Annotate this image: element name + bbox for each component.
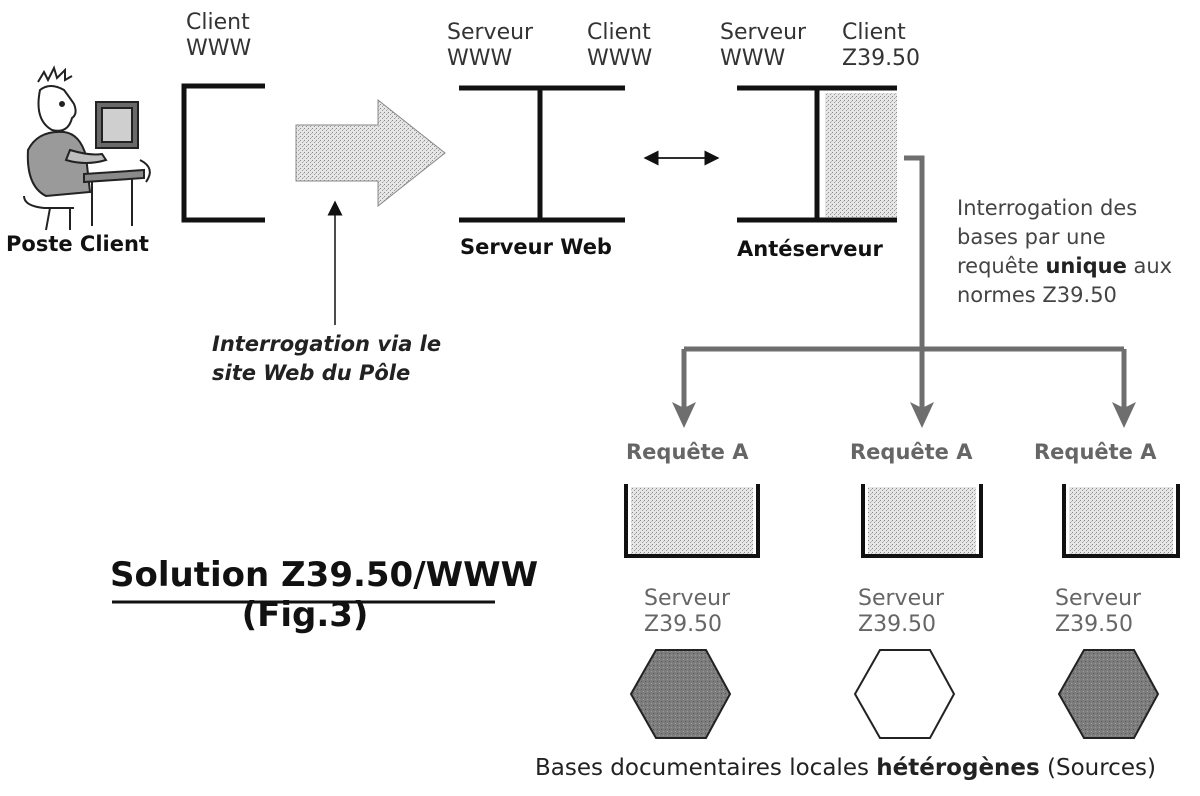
bases-caption-pre: Bases documentaires locales bbox=[535, 755, 877, 781]
source-base-hexagon-3 bbox=[1057, 649, 1160, 739]
z3950-query-note: Interrogation des bases par une requête … bbox=[957, 194, 1172, 310]
big-right-arrow bbox=[295, 98, 446, 208]
web-server-right-label: Client WWW bbox=[587, 20, 652, 72]
request-label-3: Requête A bbox=[1034, 440, 1157, 464]
z3950-note-line3-post: aux bbox=[1126, 254, 1173, 278]
web-server-left-label: Serveur WWW bbox=[447, 20, 533, 72]
pre-server-right-line2: Z39.50 bbox=[842, 46, 921, 71]
web-server-left-line2: WWW bbox=[447, 46, 513, 71]
pre-server-left-label: Serveur WWW bbox=[720, 20, 806, 72]
z3950-server-1-line2: Z39.50 bbox=[644, 612, 723, 637]
web-server-right-line1: Client bbox=[587, 20, 651, 45]
source-base-hexagon-1 bbox=[629, 649, 732, 739]
query-via-web-note: Interrogation via le site Web du Pôle bbox=[212, 330, 441, 388]
z3950-note-line4: normes Z39.50 bbox=[957, 283, 1117, 307]
web-server-right-line2: WWW bbox=[587, 46, 653, 71]
user-at-computer-icon bbox=[23, 65, 151, 231]
pre-server-right-label: Client Z39.50 bbox=[842, 20, 920, 72]
query-note-line1: Interrogation via le bbox=[212, 332, 442, 356]
solution-title-text: Solution Z39.50/WWW bbox=[110, 555, 539, 595]
z3950-note-line3-pre: requête bbox=[957, 254, 1046, 278]
web-server-left-line1: Serveur bbox=[447, 20, 534, 45]
request-label-1: Requête A bbox=[626, 440, 749, 464]
z3950-server-2-line2: Z39.50 bbox=[858, 612, 937, 637]
pre-server-left-line2: WWW bbox=[720, 46, 786, 71]
web-server-shape bbox=[459, 85, 625, 223]
web-server-caption: Serveur Web bbox=[460, 235, 612, 259]
client-www-line1: Client bbox=[186, 10, 250, 35]
pre-server-caption: Antéserveur bbox=[737, 237, 883, 261]
bases-caption: Bases documentaires locales hétérogènes … bbox=[535, 755, 1156, 781]
z3950-note-line3: requête unique aux bbox=[957, 252, 1172, 281]
client-www-label: Client WWW bbox=[186, 10, 251, 62]
z3950-note-unique: unique bbox=[1045, 254, 1127, 278]
db-container-1 bbox=[624, 484, 760, 558]
arrow-heads bbox=[672, 402, 1136, 428]
z3950-server-label-3: Serveur Z39.50 bbox=[1055, 586, 1141, 638]
client-station-caption: Poste Client bbox=[6, 232, 149, 256]
client-www-line2: WWW bbox=[186, 36, 252, 61]
distribution-arrows bbox=[681, 155, 1127, 412]
request-label-2: Requête A bbox=[850, 440, 973, 464]
db-container-3 bbox=[1062, 484, 1180, 558]
z3950-server-3-line1: Serveur bbox=[1055, 586, 1142, 611]
z3950-server-label-2: Serveur Z39.50 bbox=[858, 586, 944, 638]
bases-caption-heterogeneous: hétérogènes bbox=[876, 755, 1040, 781]
bases-caption-post: (Sources) bbox=[1039, 755, 1156, 781]
z3950-server-2-line1: Serveur bbox=[858, 586, 945, 611]
z3950-server-label-1: Serveur Z39.50 bbox=[644, 586, 730, 638]
solution-title: Solution Z39.50/WWW (Fig.3) bbox=[110, 555, 539, 635]
z3950-note-line1: Interrogation des bbox=[957, 196, 1138, 220]
source-base-hexagon-2 bbox=[853, 649, 956, 739]
query-note-line2: site Web du Pôle bbox=[212, 361, 411, 385]
pre-server-right-line1: Client bbox=[842, 20, 906, 45]
solution-figure-number: (Fig.3) bbox=[241, 595, 369, 635]
pre-server-left-line1: Serveur bbox=[720, 20, 807, 45]
pre-server-shape bbox=[737, 85, 897, 223]
client-www-bracket bbox=[181, 83, 265, 223]
z3950-server-1-line1: Serveur bbox=[644, 586, 731, 611]
z3950-server-3-line2: Z39.50 bbox=[1055, 612, 1134, 637]
db-container-2 bbox=[861, 484, 983, 558]
z3950-note-line2: bases par une bbox=[957, 225, 1106, 249]
